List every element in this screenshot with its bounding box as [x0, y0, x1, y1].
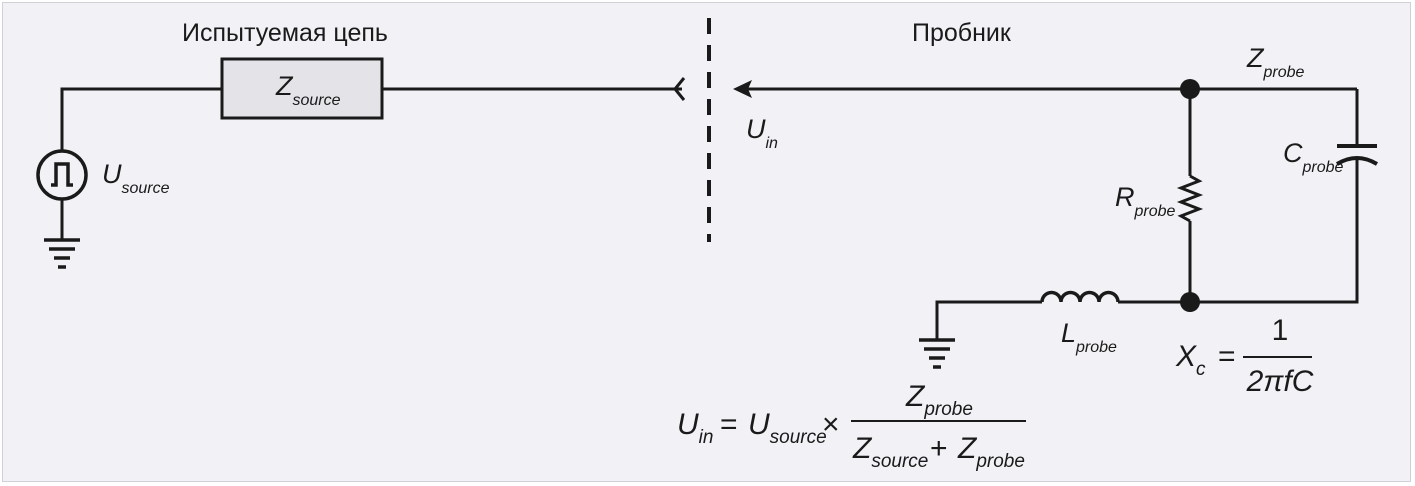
voltage-lhs: Uin [677, 408, 713, 448]
voltage-u-source: Usource [748, 408, 827, 448]
u-in-label: Uin [746, 114, 778, 152]
reactance-numerator: 1 [1272, 314, 1289, 347]
heading-circuit-under-test: Испытуемая цепь [182, 19, 388, 47]
capacitor-wire-bottom [1190, 158, 1359, 304]
probe-circuit: Uin Zprobe Cprobe Rprobe Lprobe [733, 43, 1379, 369]
ground-icon-probe [919, 338, 955, 369]
z-source-label: Zsource [275, 71, 341, 109]
reactance-lhs: Xc [1175, 340, 1206, 380]
voltage-equals: = [720, 408, 738, 441]
z-source-box [220, 57, 384, 120]
voltage-formula: Uin = Usource × Zprobe Zsource + Zprobe [677, 380, 1026, 472]
voltage-times: × [822, 408, 840, 441]
source-arrow-tip [673, 77, 686, 101]
reactance-denominator: 2πfC [1246, 365, 1314, 398]
heading-probe: Пробник [912, 19, 1012, 47]
source-circuit: Zsource Usource [36, 57, 686, 269]
pulse-source-icon [36, 149, 88, 201]
l-probe-label: Lprobe [1061, 318, 1117, 356]
voltage-denominator-probe: Zprobe [957, 432, 1025, 472]
c-probe-label: Cprobe [1283, 138, 1344, 176]
reactance-formula: Xc = 1 2πfC [1175, 314, 1314, 398]
junction-dot-top [1180, 79, 1200, 99]
r-probe-label: Rprobe [1115, 182, 1176, 220]
u-source-label: Usource [102, 159, 170, 197]
inductor-wire-left [935, 300, 1042, 339]
source-wire-left [60, 87, 222, 150]
inductor-icon [1040, 290, 1120, 303]
pulse-waveform-icon [51, 162, 73, 187]
probe-arrow-icon [733, 80, 752, 98]
resistor-icon [1176, 174, 1204, 223]
voltage-numerator: Zprobe [905, 380, 973, 420]
ground-icon-source [44, 238, 80, 269]
reactance-equals: = [1218, 340, 1236, 373]
voltage-plus: + [930, 432, 948, 465]
z-probe-label: Zprobe [1246, 43, 1305, 81]
voltage-denominator-source: Zsource [852, 432, 928, 472]
